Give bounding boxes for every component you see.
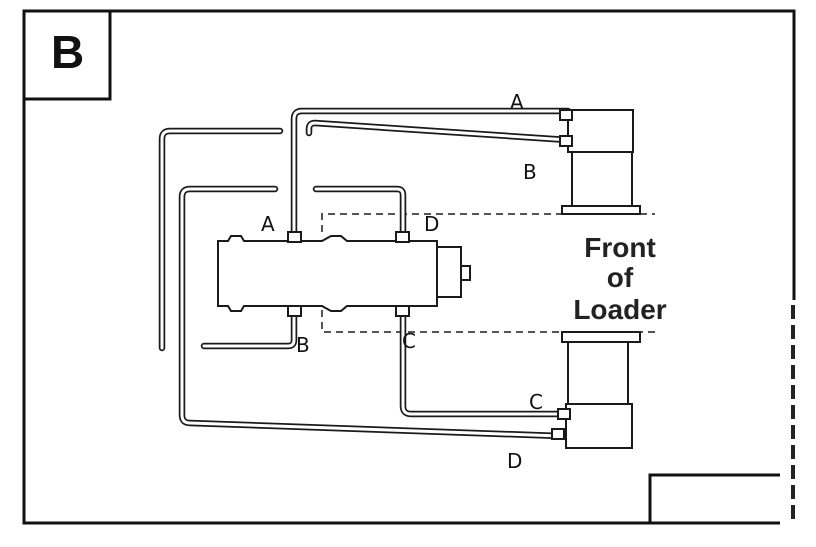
front-label-line1: Front bbox=[584, 232, 656, 263]
panel-letter: B bbox=[51, 26, 84, 78]
lower-cylinder-c-label: C bbox=[529, 390, 543, 414]
lower-cylinder-d-label: D bbox=[507, 449, 522, 473]
hoses bbox=[158, 107, 572, 440]
control-valve bbox=[217, 231, 471, 317]
upper-cylinder bbox=[559, 109, 641, 215]
port-b-fitting bbox=[287, 305, 302, 317]
side-edge-text bbox=[780, 300, 816, 525]
valve-port-b-label: B bbox=[296, 333, 310, 357]
port-a-fitting bbox=[287, 231, 302, 243]
outer-frame bbox=[22, 9, 796, 525]
panel-letter-box bbox=[22, 9, 112, 101]
port-d-fitting bbox=[395, 231, 410, 243]
frame-outline-bottom bbox=[321, 310, 655, 333]
valve-port-c-label: C bbox=[402, 329, 416, 353]
lower-cylinder bbox=[551, 331, 641, 449]
port-c-fitting bbox=[395, 305, 410, 317]
valve-port-a-label: A bbox=[261, 212, 275, 236]
upper-cylinder-b-label: B bbox=[523, 160, 537, 184]
front-label-line3: Loader bbox=[573, 294, 666, 325]
front-label-line2: of bbox=[607, 262, 634, 293]
frame-outline-top bbox=[321, 213, 655, 232]
upper-cylinder-a-label: A bbox=[510, 90, 524, 114]
corner-box bbox=[648, 473, 796, 525]
valve-port-d-label: D bbox=[424, 212, 439, 236]
